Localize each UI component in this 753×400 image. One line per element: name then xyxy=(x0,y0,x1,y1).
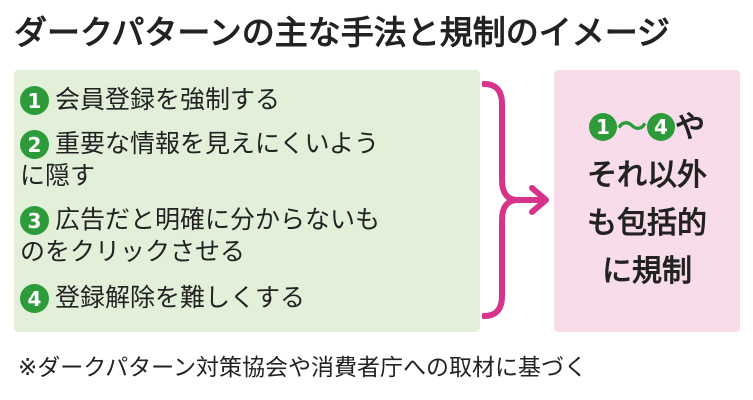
page-title: ダークパターンの主な手法と規制のイメージ xyxy=(14,13,671,52)
method-item-line: 登録解除を難しくする xyxy=(55,283,306,312)
number-1-icon: 1 xyxy=(20,86,49,115)
number-3-icon: 3 xyxy=(20,206,49,235)
number-4-icon: 4 xyxy=(20,284,49,313)
regulation-line-3: も包括的 xyxy=(587,206,707,241)
regulation-line-2: それ以外 xyxy=(587,158,707,193)
bracket-arrow-icon xyxy=(482,81,549,319)
number-2-icon: 2 xyxy=(20,130,49,159)
method-item-line: のをクリックさせる xyxy=(20,237,246,266)
tilde: 〜 xyxy=(617,110,647,145)
method-item-text: 登録解除を難しくする xyxy=(55,282,305,314)
method-item-2: 2 重要な情報を見えにくいよう に隠す xyxy=(20,128,379,192)
method-item-line: 会員登録を強制する xyxy=(55,85,281,114)
method-item-line: 広告だと明確に分からないも xyxy=(55,205,381,234)
method-item-4: 4 登録解除を難しくする xyxy=(20,282,305,314)
method-item-text: 会員登録を強制する xyxy=(55,84,280,116)
regulation-suffix: や xyxy=(675,110,705,145)
method-item-text: 広告だと明確に分からないも のをクリックさせる xyxy=(20,204,381,268)
source-note: ※ダークパターン対策協会や消費者庁への取材に基づく xyxy=(18,355,587,381)
method-item-line: に隠す xyxy=(20,161,96,190)
method-item-1: 1 会員登録を強制する xyxy=(20,84,280,116)
method-item-3: 3 広告だと明確に分からないも のをクリックさせる xyxy=(20,204,380,268)
regulation-line-4: に規制 xyxy=(602,254,692,289)
methods-panel: 1 会員登録を強制する 2 重要な情報を見えにくいよう に隠す 3 広告だと明確… xyxy=(14,70,480,332)
number-4-icon: 4 xyxy=(647,113,675,141)
number-1-icon: 1 xyxy=(589,113,617,141)
method-item-line: 重要な情報を見えにくいよう xyxy=(55,129,380,158)
method-item-text: 重要な情報を見えにくいよう に隠す xyxy=(20,128,380,192)
